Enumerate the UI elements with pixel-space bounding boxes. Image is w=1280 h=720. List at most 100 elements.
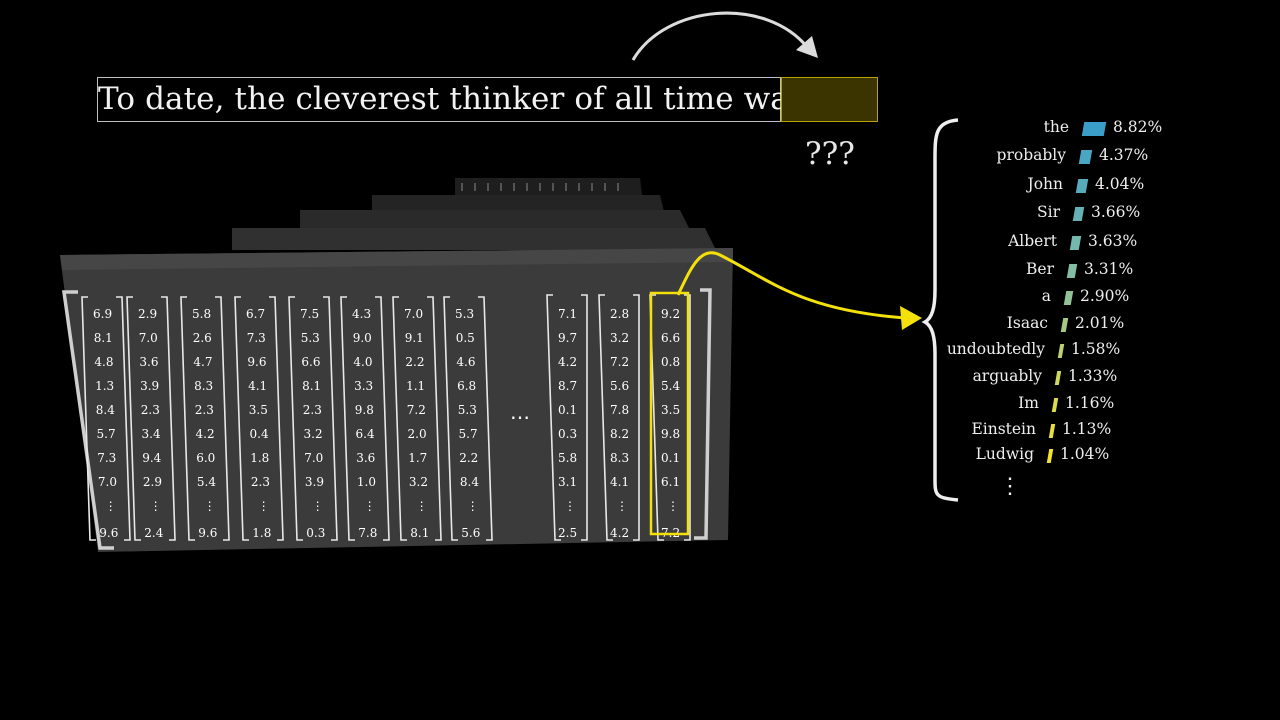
matrix-value: 6.1 [661,475,680,489]
matrix-value: 7.2 [610,355,629,369]
matrix-value: 8.3 [610,451,629,465]
column-bracket-left [340,296,355,541]
matrix-value: 6.6 [661,331,680,345]
matrix-value: 8.3 [194,379,213,393]
matrix-value: 2.3 [141,403,160,417]
probability-value: 1.58% [1071,340,1121,358]
matrix-value: ⋮ [467,499,479,513]
matrix-value: 3.9 [305,475,324,489]
matrix-value: 1.1 [406,379,425,393]
matrix-value: ⋮ [150,499,162,513]
matrix-value: 1.8 [252,526,271,540]
column-bracket-left [180,296,195,541]
matrix-value: 8.1 [302,379,321,393]
matrix-value: 9.6 [198,526,217,540]
matrix-value: 3.5 [249,403,268,417]
matrix-value: 4.6 [456,355,475,369]
matrix-value: 9.4 [142,451,161,465]
matrix-value: 7.1 [558,307,577,321]
matrix-value: 2.6 [193,331,212,345]
column-bracket-left [234,296,249,541]
token-label: arguably [972,367,1042,385]
column-bracket-right [478,296,493,541]
column-bracket-right [581,294,588,541]
matrix-value: 8.4 [96,403,115,417]
matrix-value: 6.8 [457,379,476,393]
matrix-value: 3.2 [409,475,428,489]
column-bracket-right [161,296,176,541]
probability-value: 1.13% [1062,420,1112,438]
probability-bar [1081,122,1107,136]
column-ellipsis: ⋯ [510,405,530,429]
matrix-value: ⋮ [105,499,117,513]
column-bracket-left [443,296,458,541]
highlighted-column-box [649,291,690,536]
column-bracket-right [116,296,131,541]
probability-value: 3.66% [1091,203,1141,221]
token-label: John [1027,175,1063,193]
matrix-value: ⋮ [312,499,324,513]
matrix-value: 3.1 [558,475,577,489]
matrix-value: 7.5 [300,307,319,321]
matrix-value: 9.6 [99,526,118,540]
probability-value: 2.90% [1080,287,1130,305]
matrix-value: 7.0 [139,331,158,345]
matrix-value: 2.3 [195,403,214,417]
unknown-token-label: ??? [805,136,855,172]
probability-value: 3.31% [1084,260,1134,278]
token-label: a [1041,287,1051,305]
matrix-value: 2.4 [144,526,163,540]
matrix-value: ⋮ [364,499,376,513]
prompt-text: To date, the cleverest thinker of all ti… [98,81,805,117]
matrix-value: 9.8 [661,427,680,441]
probability-value: 1.04% [1060,445,1110,463]
matrix-value: ⋮ [258,499,270,513]
matrix-value: 4.0 [353,355,372,369]
matrix-value: 2.9 [138,307,157,321]
column-bracket-right [323,296,338,541]
token-label: the [1043,118,1069,136]
matrix-value: 1.3 [95,379,114,393]
column-bracket-left [81,296,96,541]
matrix-value: 4.8 [94,355,113,369]
column-bracket-right [269,296,284,541]
matrix-value: 7.3 [97,451,116,465]
prompt-box [97,77,781,122]
matrix-value: 9.8 [355,403,374,417]
matrix-value: 5.7 [97,427,116,441]
matrix-value: 0.5 [456,331,475,345]
probability-value: 1.16% [1065,394,1115,412]
matrix-value: 7.0 [98,475,117,489]
matrix-value: 9.6 [247,355,266,369]
matrix-value: 2.8 [610,307,629,321]
column-bracket-right [427,296,442,541]
next-token-slot [781,77,878,122]
matrix-value: 3.2 [304,427,323,441]
matrix-value: 5.3 [455,307,474,321]
matrix-value: 1.7 [408,451,427,465]
matrix-value: 1.8 [250,451,269,465]
matrix-value: 6.6 [301,355,320,369]
matrix-value: 8.1 [410,526,429,540]
matrix-value: 7.0 [404,307,423,321]
matrix-value: 4.2 [558,355,577,369]
matrix-value: 0.8 [661,355,680,369]
matrix-value: 3.9 [140,379,159,393]
column-bracket-right [375,296,390,541]
column-bracket-left [126,296,141,541]
matrix-value: 4.3 [352,307,371,321]
token-label: Ludwig [975,445,1034,463]
matrix-value: 5.3 [458,403,477,417]
probability-value: 1.33% [1068,367,1118,385]
column-bracket-right [215,296,230,541]
matrix-value: 5.8 [558,451,577,465]
matrix-value: 9.1 [405,331,424,345]
probability-value: 2.01% [1075,314,1125,332]
unembedding-arrow [676,251,906,320]
matrix-value: 9.0 [353,331,372,345]
matrix-value: 7.0 [304,451,323,465]
matrix-value: 4.1 [248,379,267,393]
matrix-value: 7.8 [358,526,377,540]
matrix-value: 3.6 [139,355,158,369]
